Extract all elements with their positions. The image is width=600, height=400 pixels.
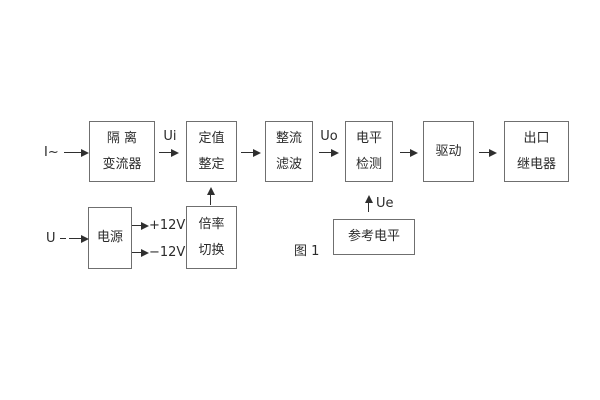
- label-input-current: I~: [44, 145, 59, 160]
- arrow-current-input: [64, 149, 89, 157]
- label-minus-12v: −12V: [149, 245, 186, 260]
- line-voltage-input-dash: [60, 238, 66, 239]
- block-drive: 驱动: [423, 121, 474, 182]
- block-power-supply: 电源: [88, 207, 132, 269]
- arrow-isolation-to-setting: [159, 149, 179, 157]
- label-ue: Ue: [376, 196, 394, 211]
- block-reference-level-label: 参考电平: [347, 229, 400, 244]
- arrow-reference-to-level: [364, 195, 373, 212]
- figure-caption: 图 1: [294, 244, 320, 259]
- arrow-level-to-drive: [400, 149, 418, 157]
- block-rectify-filter: 整流 滤波: [265, 121, 313, 182]
- label-plus-12v: +12V: [149, 218, 186, 233]
- arrow-plus-12v: [132, 222, 149, 230]
- arrow-voltage-input: [69, 235, 89, 243]
- block-ratio-switch: 倍率 切换: [186, 206, 237, 269]
- label-input-voltage: U: [46, 231, 56, 246]
- block-rectify-filter-line2: 滤波: [275, 156, 302, 172]
- block-ratio-switch-line2: 切换: [198, 242, 225, 258]
- block-isolation-transformer: 隔 离 变流器: [89, 121, 155, 182]
- block-output-relay-line1: 出口: [523, 130, 550, 146]
- label-uo: Uo: [320, 129, 338, 144]
- block-isolation-line1: 隔 离: [106, 130, 138, 146]
- block-level-detection-line2: 检测: [355, 156, 382, 172]
- block-power-supply-label: 电源: [96, 230, 123, 245]
- block-output-relay-line2: 继电器: [516, 156, 556, 172]
- block-isolation-line2: 变流器: [102, 156, 142, 172]
- block-reference-level: 参考电平: [333, 219, 415, 255]
- label-ui: Ui: [163, 129, 177, 144]
- block-level-detection: 电平 检测: [345, 121, 393, 182]
- arrow-ratio-to-setting: [206, 187, 215, 205]
- arrow-rectifier-to-level: [319, 149, 339, 157]
- arrow-setting-to-rectifier: [241, 149, 261, 157]
- arrow-drive-to-output: [479, 149, 497, 157]
- block-value-setting: 定值 整定: [186, 121, 237, 182]
- block-level-detection-line1: 电平: [355, 130, 382, 146]
- block-value-setting-line1: 定值: [198, 130, 225, 146]
- block-output-relay: 出口 继电器: [504, 121, 569, 182]
- block-drive-label: 驱动: [435, 143, 462, 159]
- block-rectify-filter-line1: 整流: [275, 130, 302, 146]
- block-ratio-switch-line1: 倍率: [198, 216, 225, 232]
- block-value-setting-line2: 整定: [198, 156, 225, 172]
- arrow-minus-12v: [132, 249, 149, 257]
